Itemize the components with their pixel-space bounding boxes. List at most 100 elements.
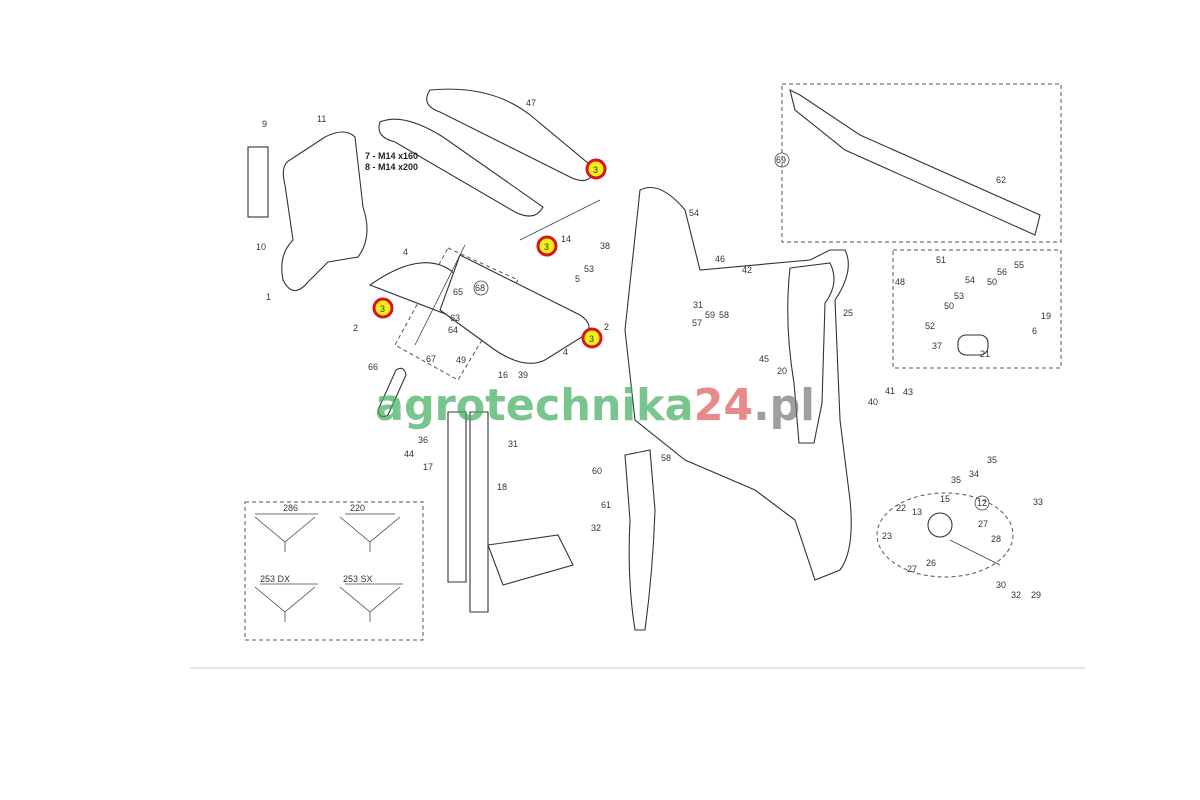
callout: 14: [561, 234, 571, 244]
callout: 13: [912, 507, 922, 517]
callout: 56: [997, 267, 1007, 277]
callout: 22: [896, 503, 906, 513]
callout: 51: [936, 255, 946, 265]
callout: 46: [715, 254, 725, 264]
callout: 60: [592, 466, 602, 476]
group-box-62: [781, 83, 1062, 243]
callout: 38: [600, 241, 610, 251]
svg-text:3: 3: [589, 334, 594, 344]
callout: 21: [980, 349, 990, 359]
callout: 17: [423, 462, 433, 472]
callout: 39: [518, 370, 528, 380]
callout: 28: [991, 534, 1001, 544]
callout: 40: [868, 397, 878, 407]
callout: 4: [403, 247, 408, 257]
callout: 32: [1011, 590, 1021, 600]
part-drawings: [247, 88, 1041, 631]
callout: 35: [951, 475, 961, 485]
callout: 18: [497, 482, 507, 492]
callout: 61: [601, 500, 611, 510]
callout: 54: [689, 208, 699, 218]
callout: 15: [940, 494, 950, 504]
callout: 53: [954, 291, 964, 301]
callout: 52: [925, 321, 935, 331]
callout: 1: [266, 292, 271, 302]
callout: 9: [262, 119, 267, 129]
callout: 23: [882, 531, 892, 541]
callout: 27: [978, 519, 988, 529]
svg-text:12: 12: [977, 498, 987, 508]
svg-text:3: 3: [544, 242, 549, 252]
callout: 54: [965, 275, 975, 285]
callout: 45: [759, 354, 769, 364]
callout: 32: [591, 523, 601, 533]
callout: 2: [604, 322, 609, 332]
callout: 35: [987, 455, 997, 465]
callout: 10: [256, 242, 266, 252]
callout: 63: [450, 313, 460, 323]
callout: 50: [987, 277, 997, 287]
inset-box-shares: [244, 501, 424, 641]
callout: 64: [448, 325, 458, 335]
inset-dim-253sx: 253 SX: [343, 574, 373, 584]
callout: 42: [742, 265, 752, 275]
callout: 25: [843, 308, 853, 318]
callout: 19: [1041, 311, 1051, 321]
callout: 31: [693, 300, 703, 310]
svg-text:68: 68: [475, 283, 485, 293]
callout: 50: [944, 301, 954, 311]
svg-text:3: 3: [593, 165, 598, 175]
bolt-spec-7: 7 - M14 x160: [365, 151, 418, 161]
callout: 4: [563, 347, 568, 357]
callout: 34: [969, 469, 979, 479]
callout: 37: [932, 341, 942, 351]
callout: 2: [353, 323, 358, 333]
callout: 5: [575, 274, 580, 284]
svg-text:3: 3: [380, 304, 385, 314]
callout: 27: [907, 564, 917, 574]
callout: 66: [368, 362, 378, 372]
callout: 11: [317, 114, 326, 124]
callout: 31: [508, 439, 518, 449]
circled-callout: 69: [774, 152, 790, 168]
circled-callout: 68: [473, 280, 489, 296]
callout: 29: [1031, 590, 1041, 600]
group-box-65: [394, 247, 519, 381]
bolt-spec-8: 8 - M14 x200: [365, 162, 418, 172]
callout: 58: [661, 453, 671, 463]
group-box-12: [876, 492, 1014, 578]
callout: 43: [903, 387, 913, 397]
callout: 53: [584, 264, 594, 274]
inset-dim-220: 220: [350, 503, 365, 513]
callout: 48: [895, 277, 905, 287]
callout: 30: [996, 580, 1006, 590]
inset-dim-253dx: 253 DX: [260, 574, 290, 584]
callout: 20: [777, 366, 787, 376]
callout: 36: [418, 435, 428, 445]
callout: 59: [705, 310, 715, 320]
highlighted-callout: 3: [372, 297, 394, 319]
svg-text:69: 69: [776, 155, 786, 165]
highlighted-callout: 3: [536, 235, 558, 257]
callout: 16: [498, 370, 508, 380]
callout: 26: [926, 558, 936, 568]
inset-dim-286: 286: [283, 503, 298, 513]
callout: 57: [692, 318, 702, 328]
callout: 47: [526, 98, 536, 108]
callout: 6: [1032, 326, 1037, 336]
callouts: 9 11 10 1 47 14 4 65 63 64 67 49 66 2 38…: [256, 98, 1051, 600]
callout: 41: [885, 386, 895, 396]
highlighted-callout: 3: [585, 158, 607, 180]
watermark: agrotechnika24.pl: [375, 380, 815, 431]
callout: 55: [1014, 260, 1024, 270]
callout: 58: [719, 310, 729, 320]
callout: 65: [453, 287, 463, 297]
callout: 62: [996, 175, 1006, 185]
group-box-detail: [892, 249, 1062, 369]
callout: 44: [404, 449, 414, 459]
circled-callout: 12: [974, 495, 990, 511]
callout: 49: [456, 355, 466, 365]
callout: 67: [426, 354, 436, 364]
callout: 33: [1033, 497, 1043, 507]
